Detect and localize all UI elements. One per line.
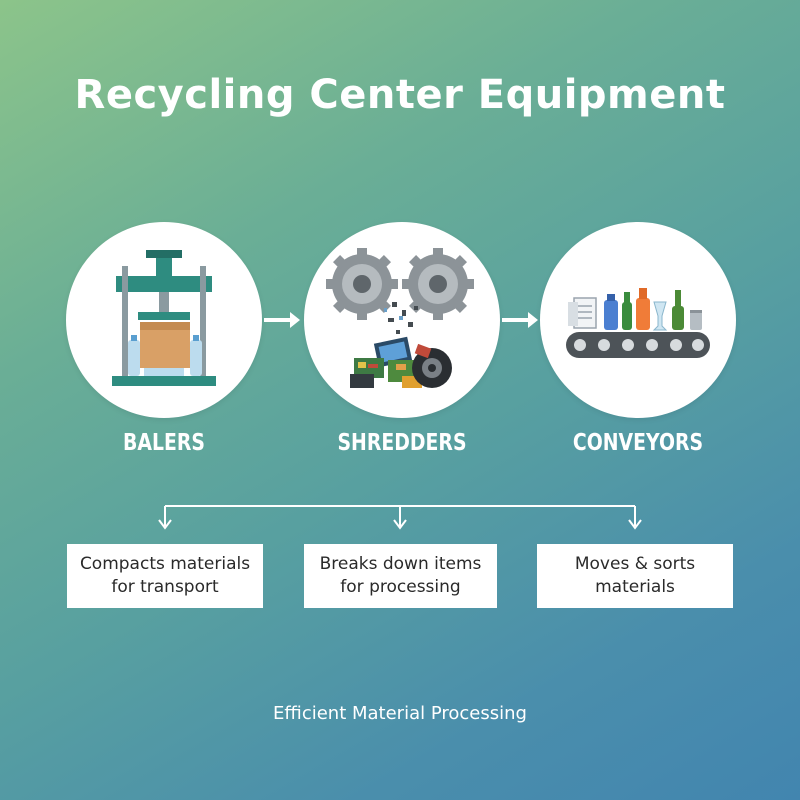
description-line: for processing bbox=[340, 577, 461, 597]
footer-caption: Efficient Material Processing bbox=[273, 703, 527, 724]
page-title: Recycling Center Equipment bbox=[74, 72, 726, 118]
step-label-shredders: SHREDDERS bbox=[337, 430, 467, 456]
arrow-right-icon bbox=[502, 312, 538, 328]
baler-circle bbox=[66, 222, 262, 418]
description-line: Moves & sorts bbox=[574, 554, 696, 574]
step-label-conveyors: CONVEYORS bbox=[572, 430, 704, 456]
description-line: Compacts materials bbox=[79, 554, 251, 574]
shredder-gears-icon bbox=[326, 248, 474, 388]
description-line: Breaks down items bbox=[319, 554, 482, 574]
step-label-balers: BALERS bbox=[123, 430, 205, 456]
conveyor-belt-icon bbox=[566, 288, 710, 358]
arrow-right-icon bbox=[264, 312, 300, 328]
connector-bracket bbox=[0, 0, 800, 560]
description-line: materials bbox=[595, 577, 675, 597]
description-box-shredders: Breaks down items for processing bbox=[304, 544, 497, 608]
description-line: for transport bbox=[111, 577, 219, 597]
description-box-conveyors: Moves & sorts materials bbox=[537, 544, 733, 608]
shredder-circle bbox=[304, 222, 500, 418]
conveyor-circle bbox=[540, 222, 736, 418]
baler-press-icon bbox=[112, 250, 216, 386]
description-box-balers: Compacts materials for transport bbox=[67, 544, 263, 608]
